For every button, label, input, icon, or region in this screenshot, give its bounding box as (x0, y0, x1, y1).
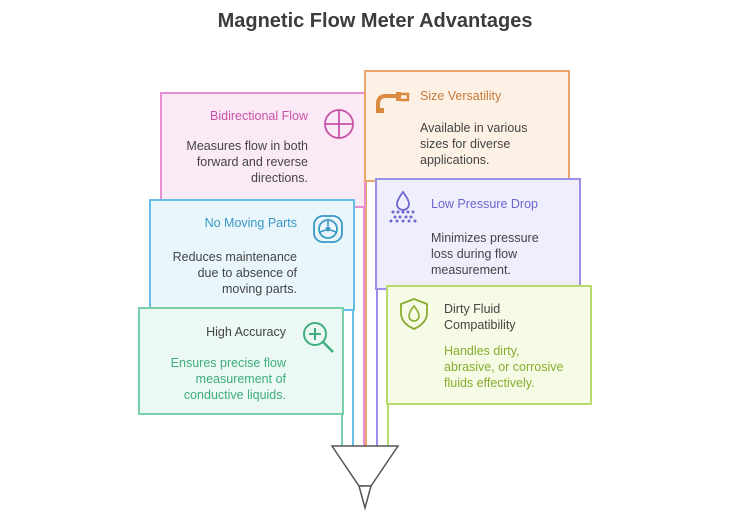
card-description: Measures flow in both forward and revers… (186, 139, 308, 185)
page-title: Magnetic Flow Meter Advantages (217, 10, 533, 32)
funnel-icon (330, 445, 400, 511)
card-description: Ensures precise flow measurement of cond… (170, 356, 286, 402)
card-size-versatility: Size Versatility Available in various si… (364, 70, 570, 182)
card-bidirectional-flow: Bidirectional Flow Measures flow in both… (160, 92, 366, 208)
card-low-pressure-drop: Low Pressure Drop Minimizes pressure los… (375, 178, 581, 290)
pipe-icon (376, 92, 410, 113)
card-description: Available in various sizes for diverse a… (420, 121, 528, 167)
card-title: Dirty Fluid Compatibility (444, 302, 516, 332)
card-title: Size Versatility (420, 89, 502, 103)
shower-drop-icon (389, 190, 417, 223)
card-title: Bidirectional Flow (210, 109, 308, 123)
card-title: Low Pressure Drop (431, 197, 538, 211)
card-title: No Moving Parts (204, 216, 297, 230)
zoom-in-icon (303, 322, 334, 353)
shield-drop-icon (400, 298, 428, 330)
card-dirty-fluid-compatibility: Dirty Fluid Compatibility Handles dirty,… (386, 285, 592, 405)
card-title: High Accuracy (206, 325, 286, 339)
wheel-icon (313, 215, 343, 243)
crosshair-icon (324, 109, 354, 139)
card-high-accuracy: High Accuracy Ensures precise flow measu… (138, 307, 344, 415)
card-description: Reduces maintenance due to absence of mo… (172, 250, 297, 296)
card-description: Handles dirty, abrasive, or corrosive fl… (444, 344, 564, 390)
card-description: Minimizes pressure loss during flow meas… (431, 231, 539, 277)
card-no-moving-parts: No Moving Parts Reduces maintenance due … (149, 199, 355, 311)
